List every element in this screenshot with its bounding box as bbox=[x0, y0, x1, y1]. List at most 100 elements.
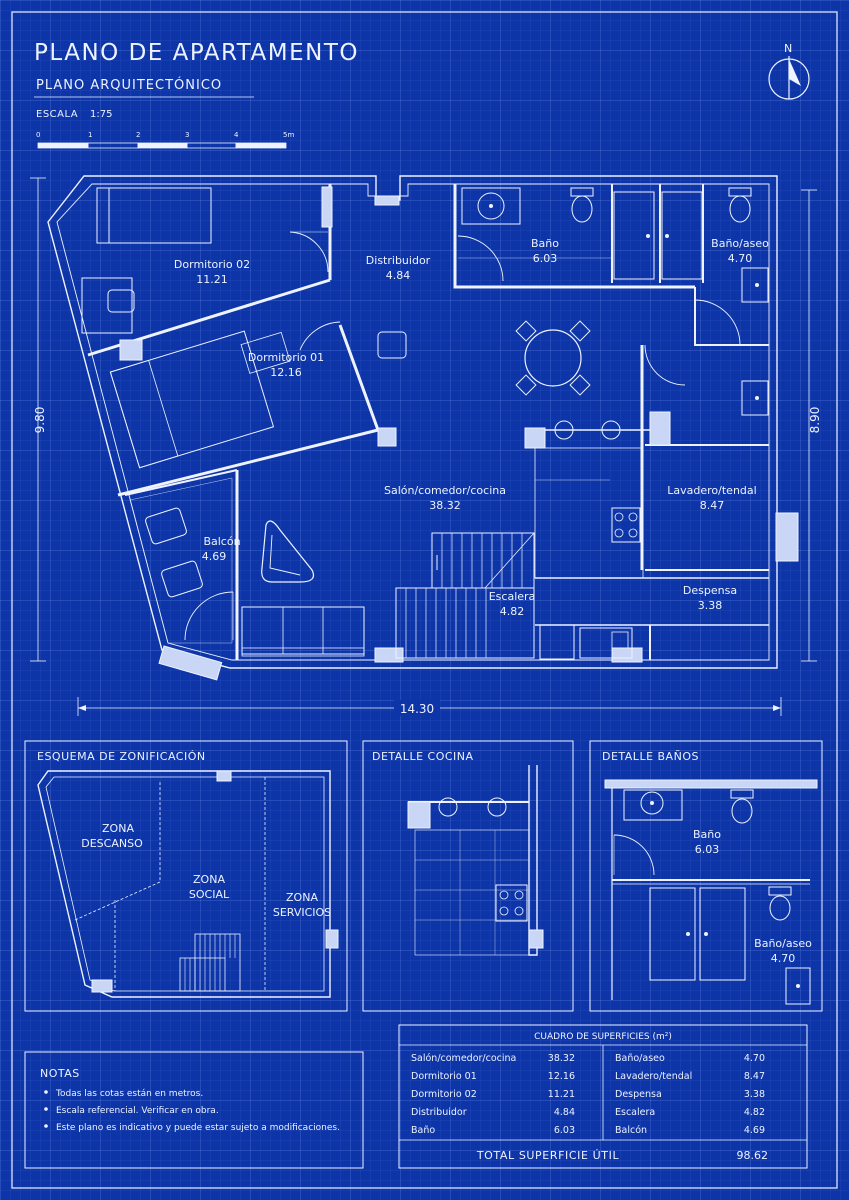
table-cell: Lavadero/tendal bbox=[615, 1071, 692, 1082]
scale-value: 1:75 bbox=[90, 109, 112, 120]
scale-bar: 0 1 2 3 4 5m bbox=[36, 131, 294, 149]
room-label-dormitorio-01: Dormitorio 01 12.16 bbox=[248, 351, 324, 379]
dimension-width: 14.30 bbox=[77, 697, 782, 716]
total-value: 98.62 bbox=[737, 1149, 769, 1162]
room-label-distribuidor: Distribuidor 4.84 bbox=[366, 254, 431, 282]
room-label-lavadero: Lavadero/tendal 8.47 bbox=[667, 484, 756, 512]
toilet-icon bbox=[571, 195, 593, 223]
areas-table: CUADRO DE SUPERFICIES (m²) Salón/comedor… bbox=[398, 1024, 808, 1169]
toilet-icon bbox=[731, 798, 753, 824]
armchair-icon bbox=[261, 520, 315, 583]
room-label-despensa: Despensa 3.38 bbox=[683, 584, 737, 612]
svg-text:8.47: 8.47 bbox=[700, 499, 725, 512]
note-item: Todas las cotas están en metros. bbox=[55, 1089, 203, 1099]
kitchen-title: DETALLE COCINA bbox=[372, 750, 474, 763]
table-cell: 8.47 bbox=[744, 1071, 765, 1082]
table-cell: Baño bbox=[411, 1125, 435, 1136]
cooktop-icon bbox=[495, 884, 528, 922]
room-label-bano: Baño 6.03 bbox=[531, 237, 559, 265]
scale-tick-label: 5m bbox=[283, 131, 294, 139]
table-cell: 4.82 bbox=[744, 1107, 765, 1118]
dimension-height-right: 8.90 bbox=[801, 189, 822, 662]
dining-table-icon bbox=[524, 329, 582, 387]
note-item: Este plano es indicativo y puede estar s… bbox=[56, 1123, 340, 1133]
scale-tick-label: 3 bbox=[185, 131, 189, 139]
svg-text:Dormitorio 02: Dormitorio 02 bbox=[174, 258, 250, 271]
table-cell: Dormitorio 02 bbox=[411, 1089, 477, 1100]
svg-text:Distribuidor: Distribuidor bbox=[366, 254, 431, 267]
table-cell: 4.70 bbox=[744, 1053, 765, 1064]
zoning-panel: ESQUEMA DE ZONIFICACIÓN ZONA DESCANSO ZO… bbox=[24, 740, 348, 1012]
table-cell: 3.38 bbox=[744, 1089, 765, 1100]
svg-text:38.32: 38.32 bbox=[429, 499, 461, 512]
svg-text:4.82: 4.82 bbox=[500, 605, 525, 618]
table-cell: Despensa bbox=[615, 1089, 662, 1100]
notes-panel: NOTAS Todas las cotas están en metros. E… bbox=[24, 1051, 364, 1169]
room-label-dormitorio-02: Dormitorio 02 11.21 bbox=[174, 258, 250, 286]
bath-label: Baño/aseo bbox=[754, 937, 812, 950]
bath-area: 4.70 bbox=[771, 952, 796, 965]
dimension-label: 14.30 bbox=[400, 702, 434, 716]
north-label: N bbox=[784, 42, 792, 55]
dimension-label: 8.90 bbox=[808, 407, 822, 434]
scale-tick-label: 0 bbox=[36, 131, 40, 139]
notes-title: NOTAS bbox=[40, 1067, 80, 1080]
zone-label-servicios: SERVICIOS bbox=[273, 906, 331, 919]
table-cell: 11.21 bbox=[548, 1089, 575, 1100]
kitchen-detail-panel: DETALLE COCINA bbox=[362, 740, 574, 1012]
table-cell: Baño/aseo bbox=[615, 1053, 665, 1064]
svg-text:Salón/comedor/cocina: Salón/comedor/cocina bbox=[384, 484, 506, 497]
table-cell: 12.16 bbox=[548, 1071, 575, 1082]
svg-text:6.03: 6.03 bbox=[533, 252, 558, 265]
zoning-title: ESQUEMA DE ZONIFICACIÓN bbox=[37, 750, 206, 763]
dimension-label: 9.80 bbox=[33, 407, 47, 434]
staircase-icon bbox=[395, 532, 535, 659]
page-title: PLANO DE APARTAMENTO bbox=[34, 40, 359, 66]
svg-text:Baño: Baño bbox=[531, 237, 559, 250]
table-cell: 38.32 bbox=[548, 1053, 575, 1064]
table-cell: 4.69 bbox=[744, 1125, 765, 1136]
table-cell: Salón/comedor/cocina bbox=[411, 1053, 516, 1064]
svg-text:4.84: 4.84 bbox=[386, 269, 411, 282]
svg-text:4.70: 4.70 bbox=[728, 252, 753, 265]
zone-label-servicios: ZONA bbox=[286, 891, 318, 904]
scale-label: ESCALA bbox=[36, 109, 78, 120]
toilet-icon bbox=[729, 195, 751, 223]
svg-text:Dormitorio 01: Dormitorio 01 bbox=[248, 351, 324, 364]
room-label-salon: Salón/comedor/cocina 38.32 bbox=[384, 484, 506, 512]
bath-label: Baño bbox=[693, 828, 721, 841]
areas-table-title: CUADRO DE SUPERFICIES (m²) bbox=[534, 1032, 672, 1042]
sheet-frame bbox=[11, 11, 838, 1189]
table-cell: 6.03 bbox=[554, 1125, 575, 1136]
floor-plan: 9.80 8.90 14.30 bbox=[30, 175, 822, 716]
svg-text:Balcón: Balcón bbox=[203, 535, 240, 548]
table-cell: Escalera bbox=[615, 1107, 655, 1118]
scale-tick-label: 2 bbox=[136, 131, 140, 139]
dimension-height-left: 9.80 bbox=[30, 177, 47, 662]
total-label: TOTAL SUPERFICIE ÚTIL bbox=[476, 1149, 620, 1162]
bath-area: 6.03 bbox=[695, 843, 720, 856]
svg-text:12.16: 12.16 bbox=[270, 366, 302, 379]
bath-detail-panel: DETALLE BAÑOS Baño 6.03 Baño/aseo 4.70 bbox=[589, 740, 823, 1012]
room-label-escalera: Escalera 4.82 bbox=[489, 590, 536, 618]
inner-wall-line bbox=[56, 183, 770, 661]
svg-text:4.69: 4.69 bbox=[202, 550, 227, 563]
svg-text:Lavadero/tendal: Lavadero/tendal bbox=[667, 484, 756, 497]
room-label-bano-aseo: Baño/aseo 4.70 bbox=[711, 237, 769, 265]
table-cell: Balcón bbox=[615, 1125, 647, 1136]
toilet-icon bbox=[769, 895, 791, 921]
table-cell: 4.84 bbox=[554, 1107, 575, 1118]
cooktop-icon bbox=[611, 507, 641, 543]
scale-tick-label: 1 bbox=[88, 131, 92, 139]
svg-text:Despensa: Despensa bbox=[683, 584, 737, 597]
note-item: Escala referencial. Verificar en obra. bbox=[56, 1106, 219, 1116]
outer-wall bbox=[47, 175, 778, 669]
svg-text:11.21: 11.21 bbox=[196, 273, 228, 286]
scale-tick-label: 4 bbox=[234, 131, 239, 139]
zone-label-descanso: DESCANSO bbox=[81, 837, 143, 850]
table-cell: Distribuidor bbox=[411, 1107, 467, 1118]
svg-text:Escalera: Escalera bbox=[489, 590, 536, 603]
page-subtitle: PLANO ARQUITECTÓNICO bbox=[36, 77, 222, 93]
